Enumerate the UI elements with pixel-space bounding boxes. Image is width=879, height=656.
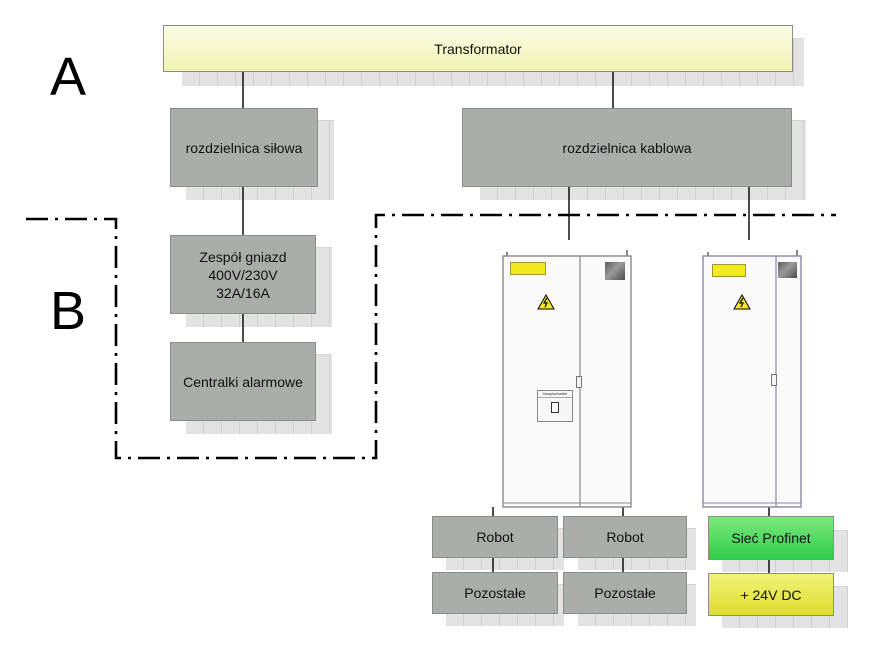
robot-box-1: Robot bbox=[432, 516, 558, 558]
cabinet-1 bbox=[502, 250, 632, 508]
siec-profinet-box: Sieć Profinet bbox=[708, 516, 834, 560]
zone-label-a: A bbox=[50, 47, 87, 107]
pozostale-box-2: Pozostałe bbox=[563, 572, 687, 614]
dc-24v-box: + 24V DC bbox=[708, 573, 834, 616]
cabinet-2-door-handle bbox=[771, 374, 777, 386]
cabinet-1-main-switch: Hauptschalter bbox=[537, 390, 573, 422]
cabinet-2-hazard-icon bbox=[733, 294, 751, 310]
rozdzielnica-kablowa-box: rozdzielnica kablowa bbox=[462, 108, 792, 187]
zone-b-border-left bbox=[26, 213, 836, 460]
centralki-alarmowe-box: Centralki alarmowe bbox=[170, 342, 316, 421]
cabinet-1-door-handle bbox=[576, 376, 582, 388]
main-switch-label: Hauptschalter bbox=[538, 391, 572, 398]
cabinet-1-label-sticker bbox=[510, 262, 546, 275]
robot-box-2: Robot bbox=[563, 516, 687, 558]
transformator-box: Transformator bbox=[163, 25, 793, 72]
main-switch-knob bbox=[551, 402, 559, 413]
cabinet-2-vent-panel bbox=[778, 262, 797, 278]
cabinet-2 bbox=[702, 250, 802, 508]
cabinet-1-vent-panel bbox=[605, 262, 625, 280]
cabinet-1-hazard-icon bbox=[537, 294, 555, 310]
pozostale-box-1: Pozostałe bbox=[432, 572, 558, 614]
zone-label-b: B bbox=[50, 281, 87, 341]
cabinet-2-label-sticker bbox=[712, 264, 746, 277]
rozdzielnica-silowa-box: rozdzielnica siłowa bbox=[170, 108, 318, 187]
zespol-gniazd-box: Zespół gniazd 400V/230V 32A/16A bbox=[170, 235, 316, 314]
